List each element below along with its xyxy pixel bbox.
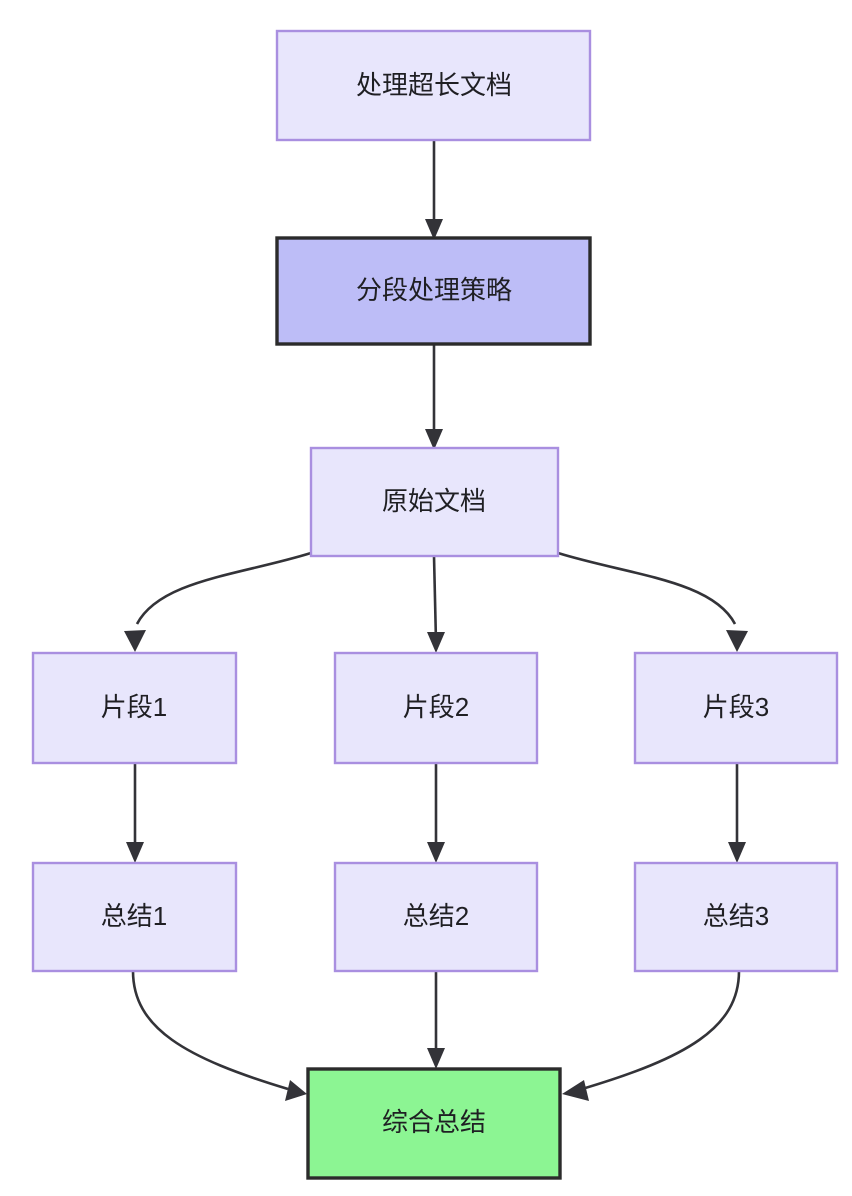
edge-layer [124,140,748,1101]
arrowhead-icon [562,1080,589,1101]
node-box[interactable] [31,651,238,765]
node-summary-2[interactable]: 总结2 [333,861,539,973]
edge-n8-n10 [427,971,445,1069]
edge-line [432,555,438,643]
arrowhead-icon [726,630,748,652]
node-box[interactable] [633,651,839,765]
edge-n7-n10 [131,970,307,1101]
edge-n4-n7 [126,763,144,863]
edge-curve [131,970,289,1091]
edge-n5-n8 [427,763,445,863]
edge-curve [557,551,737,625]
node-final-summary[interactable]: 综合总结 [306,1067,562,1180]
edge-n6-n9 [728,763,746,863]
node-box[interactable] [633,861,839,973]
node-box[interactable] [275,236,592,346]
arrowhead-icon [427,632,445,653]
arrowhead-icon [425,219,443,240]
node-handle-long-document[interactable]: 处理超长文档 [275,29,592,142]
arrowhead-icon [124,630,146,652]
node-box[interactable] [333,651,539,765]
arrowhead-icon [728,842,746,863]
node-fragment-1[interactable]: 片段1 [31,651,238,765]
edge-curve [135,551,312,625]
edge-n3-n6 [557,551,748,652]
arrowhead-icon [285,1080,307,1101]
node-box[interactable] [306,1067,562,1180]
edge-n3-n4 [124,551,312,652]
node-box[interactable] [309,446,560,558]
arrowhead-icon [425,429,443,450]
node-summary-3[interactable]: 总结3 [633,861,839,973]
node-box[interactable] [31,861,238,973]
node-fragment-3[interactable]: 片段3 [633,651,839,765]
arrowhead-icon [427,842,445,863]
edge-curve [581,970,741,1091]
arrowhead-icon [126,842,144,863]
node-box[interactable] [275,29,592,142]
node-original-document[interactable]: 原始文档 [309,446,560,558]
node-fragment-2[interactable]: 片段2 [333,651,539,765]
node-summary-1[interactable]: 总结1 [31,861,238,973]
arrowhead-icon [427,1048,445,1069]
edge-n3-n5 [427,555,445,653]
edge-n1-n2 [425,140,443,240]
node-layer: 处理超长文档 分段处理策略 原始文档 片段1 片段2 [31,29,839,1180]
edge-n9-n10 [562,970,741,1101]
edge-n2-n3 [425,344,443,450]
node-chunking-strategy[interactable]: 分段处理策略 [275,236,592,346]
node-box[interactable] [333,861,539,973]
